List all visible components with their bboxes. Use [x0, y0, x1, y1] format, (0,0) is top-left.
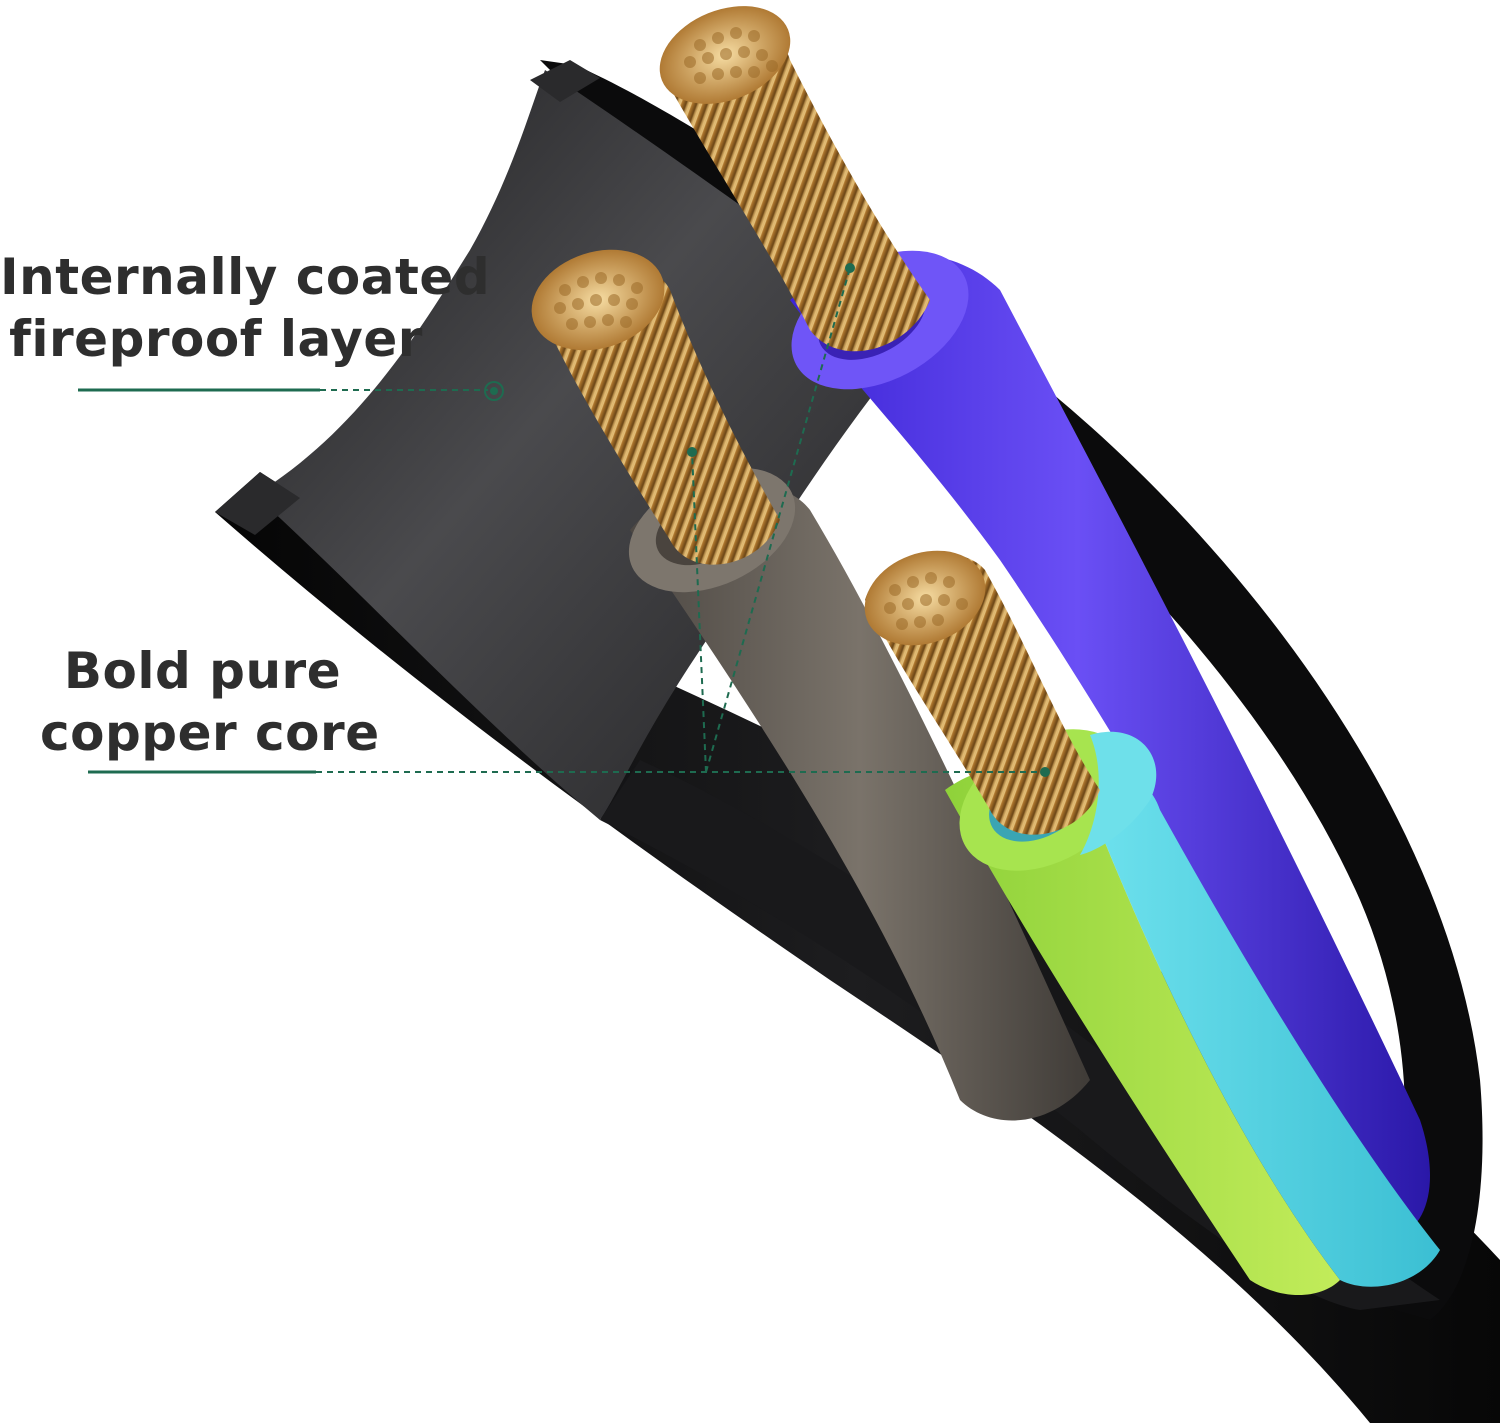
copper-core-label: Bold pure copper core: [40, 640, 380, 764]
copper-callout-dot-brown: [687, 447, 697, 457]
sheath-back-wall: [540, 60, 1483, 1320]
fireproof-label-line1: Internally coated: [0, 248, 491, 306]
copper-label-line2: copper core: [40, 704, 380, 762]
sheath-rim-top: [530, 60, 600, 102]
fireproof-layer-label: Internally coated fireproof layer: [0, 246, 491, 370]
copper-callout-dot-earth: [1040, 767, 1050, 777]
earth-wire-end-cyan: [1080, 731, 1157, 855]
fireproof-callout-dot: [490, 387, 498, 395]
blue-wire-insulation: [790, 253, 1430, 1240]
sheath-rim-left: [215, 472, 300, 535]
blue-wire-strand-dots: [684, 27, 778, 84]
copper-callout-dot-blue: [845, 263, 855, 273]
brown-wire-insulation: [630, 482, 1090, 1121]
fireproof-callout-dot-ring: [484, 381, 504, 401]
earth-wire-green-stripe: [945, 766, 1340, 1295]
inner-fireproof-wall: [255, 70, 900, 820]
earth-wire-strand-dots: [884, 572, 968, 630]
fireproof-label-line2: fireproof layer: [9, 310, 423, 368]
copper-label-line1: Bold pure: [63, 642, 342, 700]
earth-wire-cyan-stripe: [1080, 771, 1440, 1287]
brown-wire-strand-dots: [554, 272, 643, 330]
copper-callout-branch-brown: [691, 451, 707, 773]
blue-wire-copper-core: [660, 31, 930, 352]
